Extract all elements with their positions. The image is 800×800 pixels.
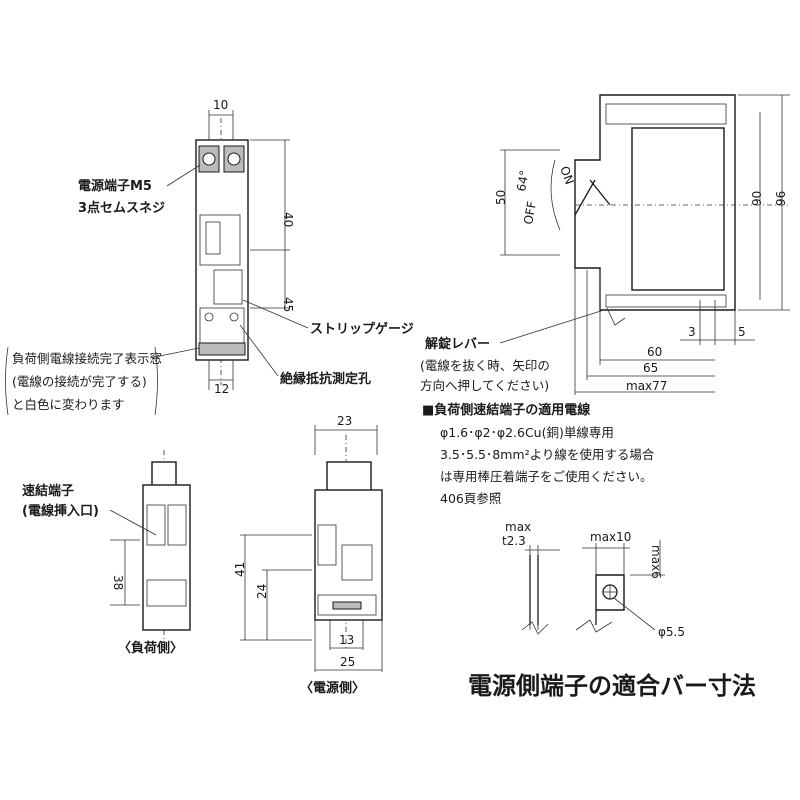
dim-power-41: 41 — [233, 562, 247, 577]
wire-spec-line-3: は専用棒圧着端子をご使用ください。 — [440, 469, 653, 484]
label-release-lever-note-1: (電線を抜く時、矢印の — [420, 358, 550, 373]
angle-lever: 64° — [514, 169, 531, 192]
label-off: OFF — [521, 200, 539, 225]
dim-side-65: 65 — [643, 361, 658, 375]
dim-bar-thickness-max: max — [505, 520, 531, 534]
label-indicator-note-2: と白色に変わります — [12, 397, 125, 412]
bar-spec-title: 電源側端子の適合バー寸法 — [468, 672, 756, 700]
dim-power-13: 13 — [339, 633, 354, 647]
dim-side-3: 3 — [688, 325, 696, 339]
wire-spec-notes: ■負荷側速結端子の適用電線 φ1.6･φ2･φ2.6Cu(銅)単線専用 3.5･… — [422, 402, 655, 506]
side-view: ON OFF 64° 50 90 96 3 5 60 65 max77 解錠レバ… — [420, 94, 790, 395]
label-quick-terminal-inlet: (電線挿入口) — [22, 503, 99, 519]
dim-bar-max10: max10 — [590, 530, 631, 544]
wire-spec-heading: ■負荷側速結端子の適用電線 — [422, 402, 591, 418]
dim-front-lower: 45 — [281, 297, 295, 312]
dim-power-24: 24 — [255, 584, 269, 599]
breaker-body-power-side — [314, 489, 383, 621]
dim-bar-thickness: t2.3 — [502, 534, 526, 548]
label-power-terminal-screw: 3点セムスネジ — [78, 200, 165, 216]
caption-load-side: 〈負荷側〉 — [118, 640, 183, 656]
dim-side-96: 96 — [774, 191, 788, 206]
dim-front-top-width: 10 — [213, 98, 228, 112]
dim-side-90: 90 — [750, 191, 764, 206]
label-strip-gauge: ストリップゲージ — [310, 321, 414, 337]
caption-power-side: 〈電源側〉 — [300, 680, 365, 696]
label-power-terminal: 電源端子M5 — [78, 178, 152, 194]
dim-side-5: 5 — [738, 325, 746, 339]
load-side-view: 38 速結端子 (電線挿入口) 〈負荷側〉 — [22, 450, 191, 656]
bar-spec-view: max t2.3 max10 max6 φ5.5 電源側端子の適合バー寸法 — [468, 520, 756, 700]
dim-power-25: 25 — [340, 655, 355, 669]
wire-spec-line-2: 3.5･5.5･8mm²より線を使用する場合 — [440, 447, 655, 462]
dim-bar-hole: φ5.5 — [658, 625, 685, 639]
dim-bar-max6: max6 — [649, 545, 663, 579]
dim-side-max77: max77 — [626, 379, 667, 393]
front-view: 10 40 45 電源端子M5 3点セムスネジ ストリップゲージ 負荷側電線接続… — [5, 98, 414, 416]
dim-front-bottom-width: 12 — [214, 382, 229, 396]
breaker-body-load-side — [142, 484, 191, 631]
dim-side-50: 50 — [494, 190, 508, 205]
wire-spec-line-4: 406頁参照 — [440, 491, 501, 506]
label-release-lever: 解錠レバー — [424, 336, 490, 352]
label-on: ON — [557, 164, 576, 186]
label-insulation-hole: 絶縁抵抗測定孔 — [279, 371, 371, 387]
breaker-body-front — [195, 139, 249, 361]
label-release-lever-note-2: 方向へ押してください) — [420, 378, 549, 393]
wire-spec-line-1: φ1.6･φ2･φ2.6Cu(銅)単線専用 — [440, 425, 614, 440]
label-quick-terminal: 速結端子 — [22, 483, 74, 499]
label-indicator-note-1: (電線の接続が完了する) — [12, 374, 147, 389]
dim-side-60: 60 — [647, 345, 662, 359]
dim-front-upper: 40 — [281, 212, 295, 227]
label-indicator-window: 負荷側電線接続完了表示窓 — [12, 351, 162, 366]
power-side-view: 23 41 24 13 25 〈電源側〉 — [233, 414, 383, 696]
dim-power-23: 23 — [337, 414, 352, 428]
dim-load-38: 38 — [111, 575, 125, 590]
